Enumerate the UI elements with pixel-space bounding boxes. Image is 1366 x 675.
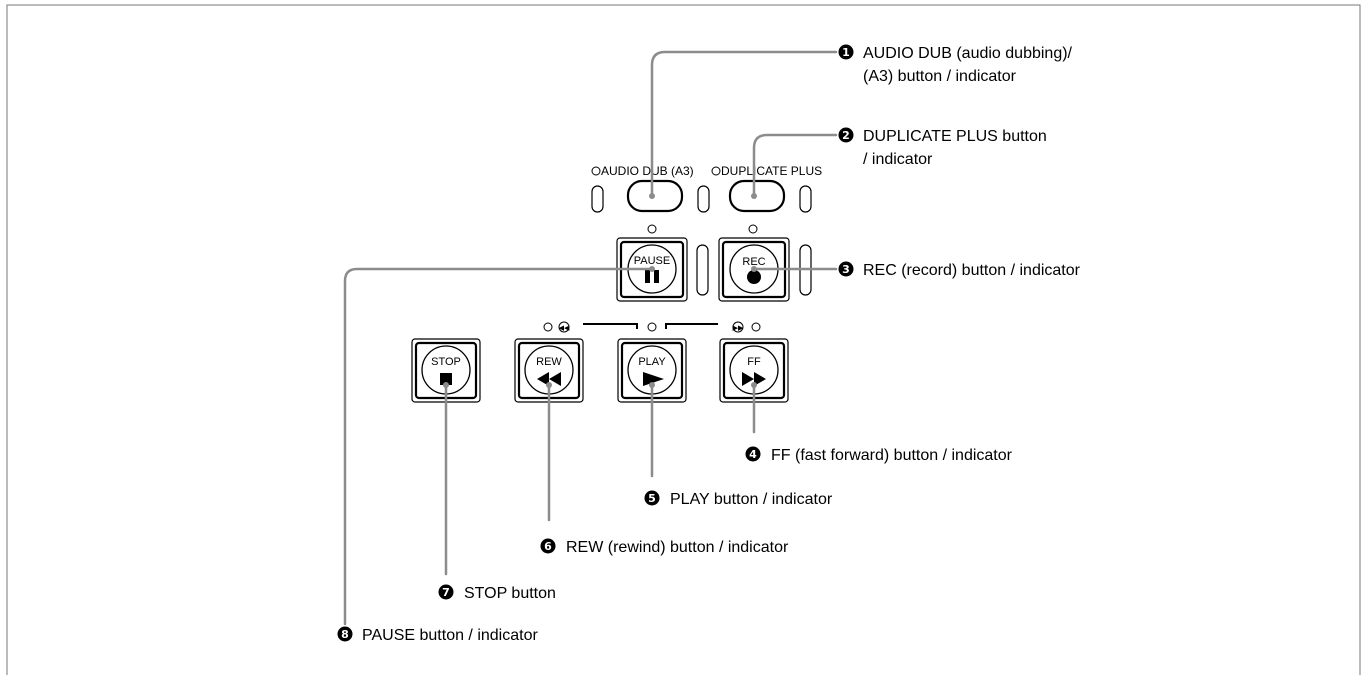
- rec-button-label: REC: [742, 256, 765, 268]
- ff-button-label: FF: [747, 356, 761, 368]
- svg-text:◀◀: ◀◀: [559, 325, 570, 332]
- callout-7: 7 STOP button: [438, 584, 556, 602]
- ff-button[interactable]: FF: [719, 338, 789, 403]
- callout-text: FF (fast forward) button / indicator: [771, 447, 1013, 464]
- callout-text: PAUSE button / indicator: [362, 627, 538, 644]
- figure-frame: [6, 4, 1361, 675]
- callout-4: 4 FF (fast forward) button / indicator: [745, 446, 1013, 464]
- callout-text: REW (rewind) button / indicator: [566, 539, 789, 556]
- callout-number: 6: [544, 540, 552, 553]
- duplicate-plus-right-slot: [799, 185, 812, 213]
- leader-dots: [443, 193, 757, 388]
- rewind-icon: [537, 372, 549, 386]
- svg-text:▶▶: ▶▶: [733, 325, 744, 332]
- audio-dub-label: AUDIO DUB (A3): [591, 164, 694, 178]
- callout-2: 2 DUPLICATE PLUS button / indicator: [838, 127, 1047, 168]
- svg-text:AUDIO DUB (A3): AUDIO DUB (A3): [601, 164, 694, 178]
- callout-8: 8 PAUSE button / indicator: [337, 626, 538, 644]
- callout-number: 2: [842, 129, 850, 142]
- callout-text: AUDIO DUB (audio dubbing)/: [863, 45, 1073, 62]
- audio-dub-right-slot: [697, 185, 710, 213]
- callout-text: DUPLICATE PLUS button: [863, 128, 1047, 145]
- callout-number: 8: [341, 628, 349, 641]
- play-icon: [643, 372, 664, 386]
- stop-icon: [440, 373, 452, 385]
- stop-button[interactable]: STOP: [411, 338, 481, 403]
- callout-text: / indicator: [863, 151, 933, 168]
- fast-forward-icon: [742, 372, 754, 386]
- callout-number: 4: [749, 448, 757, 461]
- callout-number: 3: [842, 263, 850, 276]
- pause-side-slot: [696, 244, 709, 296]
- stop-button-label: STOP: [431, 356, 461, 368]
- callout-number: 7: [442, 586, 450, 599]
- callout-number: 5: [648, 492, 656, 505]
- record-icon: [747, 270, 761, 284]
- svg-text:DUPLICATE PLUS: DUPLICATE PLUS: [721, 164, 822, 178]
- play-button-label: PLAY: [638, 356, 666, 368]
- play-button[interactable]: PLAY: [617, 338, 687, 403]
- callout-text: (A3) button / indicator: [863, 68, 1017, 85]
- callout-5: 5 PLAY button / indicator: [644, 490, 833, 508]
- rew-button-label: REW: [536, 356, 562, 368]
- callout-text: REC (record) button / indicator: [863, 262, 1081, 279]
- callout-3: 3 REC (record) button / indicator: [838, 261, 1081, 279]
- callout-text: STOP button: [464, 585, 556, 602]
- transport-indicators: ◀◀ ▶▶: [543, 321, 761, 333]
- callout-number: 1: [842, 46, 850, 59]
- duplicate-plus-label: DUPLICATE PLUS: [711, 164, 822, 178]
- leader-lines: [343, 50, 838, 626]
- callout-text: PLAY button / indicator: [670, 491, 833, 508]
- pause-indicator: [647, 224, 657, 234]
- pause-icon: [645, 270, 650, 283]
- audio-dub-left-slot: [591, 185, 604, 213]
- rec-indicator: [748, 224, 758, 234]
- callout-1: 1 AUDIO DUB (audio dubbing)/ (A3) button…: [838, 44, 1073, 85]
- pause-button-label: PAUSE: [634, 255, 670, 267]
- callout-6: 6 REW (rewind) button / indicator: [540, 538, 789, 556]
- rew-button[interactable]: REW: [514, 338, 584, 403]
